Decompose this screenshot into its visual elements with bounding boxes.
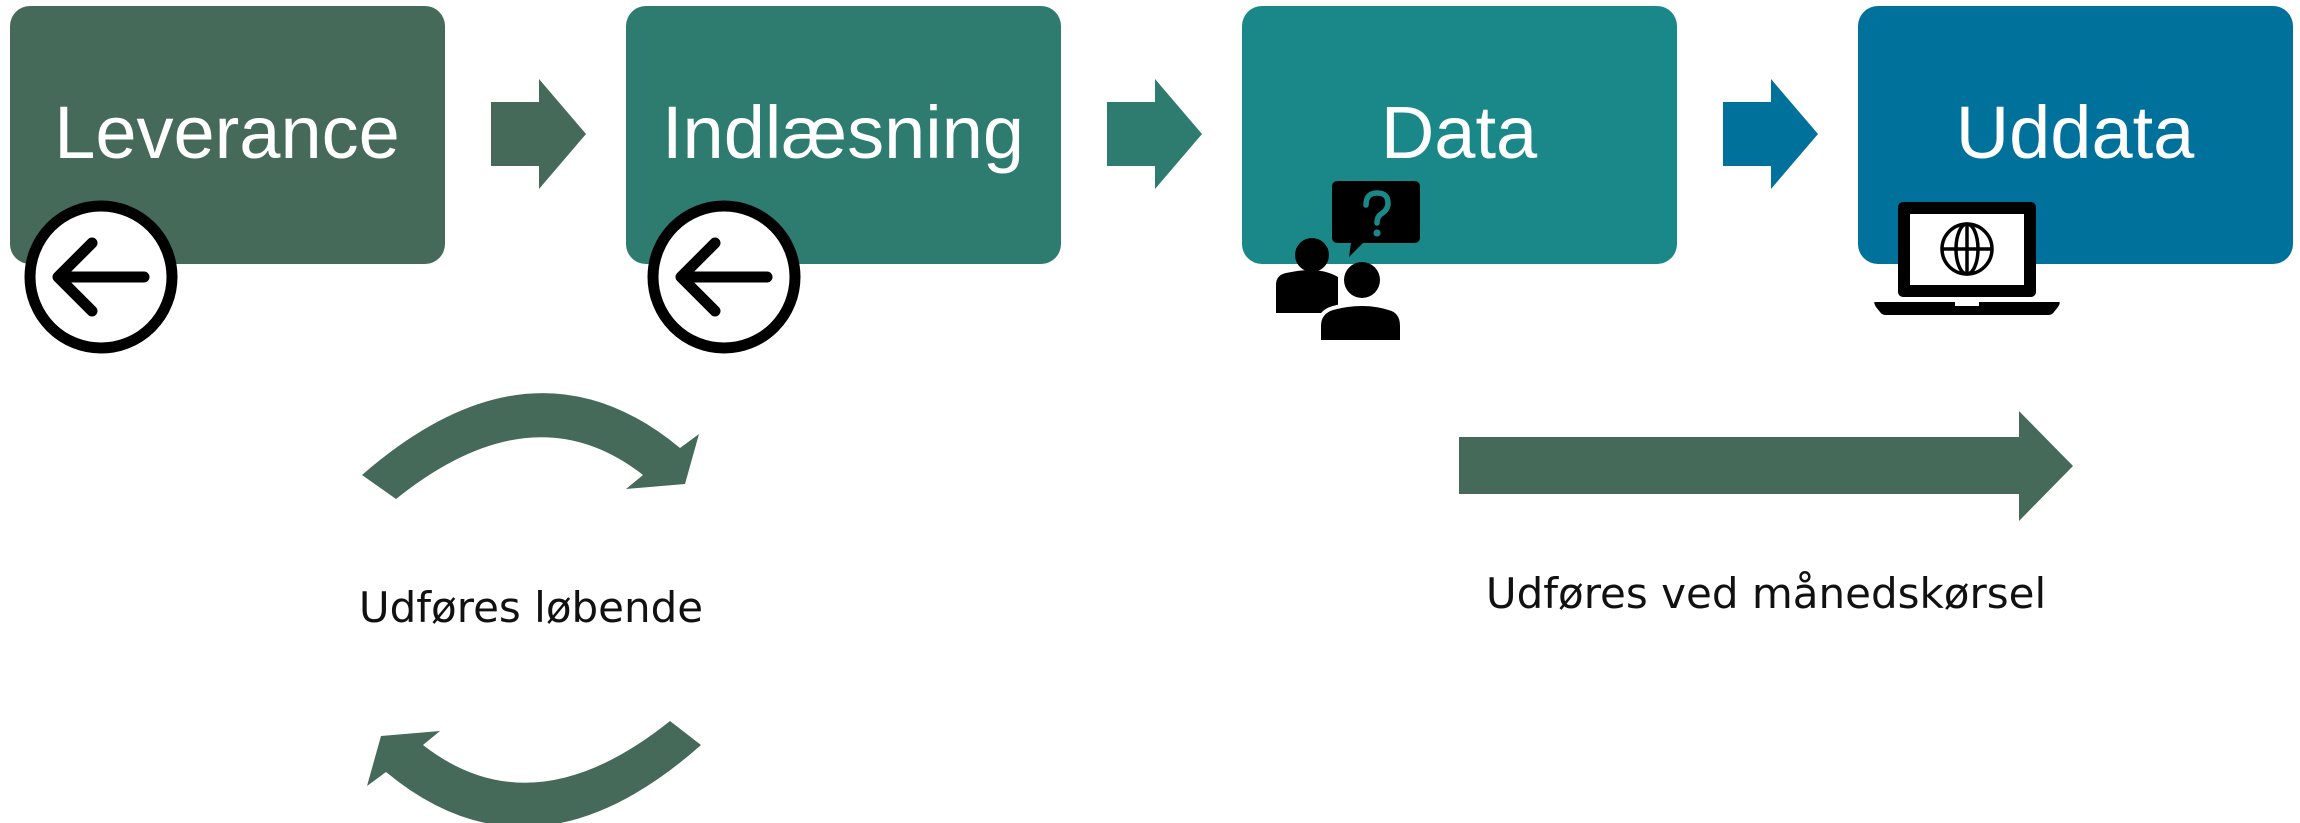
laptop-globe-icon (1874, 202, 2060, 315)
cycle-arrow-top (362, 393, 699, 499)
step-box-indlaesning (626, 6, 1061, 264)
step-box-uddata (1858, 6, 2293, 264)
step-label-leverance: Leverance (54, 91, 400, 174)
connector-arrow-2 (1107, 79, 1202, 189)
globe-icon (1940, 222, 1994, 276)
step-uddata: Uddata (1858, 6, 2293, 264)
people-question-icon (1276, 181, 1420, 344)
cycle-arrow-bottom (367, 721, 701, 823)
cycle-arrows (362, 393, 701, 823)
person-icon (1344, 262, 1380, 298)
step-box-leverance (10, 6, 445, 264)
left-arrow-circle-icon (647, 200, 801, 354)
step-leverance: Leverance (10, 6, 445, 264)
caption-monthly: Udføres ved månedskørsel (1486, 569, 2046, 618)
step-data: Data (1242, 6, 1677, 264)
step-indlaesning: Indlæsning (626, 6, 1061, 264)
caption-continuous: Udføres løbende (359, 583, 703, 632)
connector-arrow-3 (1723, 79, 1818, 189)
person-icon (1295, 238, 1329, 272)
step-label-uddata: Uddata (1956, 91, 2195, 174)
connector-arrow-1 (491, 79, 586, 189)
left-arrow-circle-icon (24, 200, 178, 354)
step-label-indlaesning: Indlæsning (662, 91, 1024, 174)
step-label-data: Data (1381, 91, 1538, 174)
monthly-arrow (1459, 411, 2073, 521)
question-mark-icon (1363, 190, 1391, 226)
